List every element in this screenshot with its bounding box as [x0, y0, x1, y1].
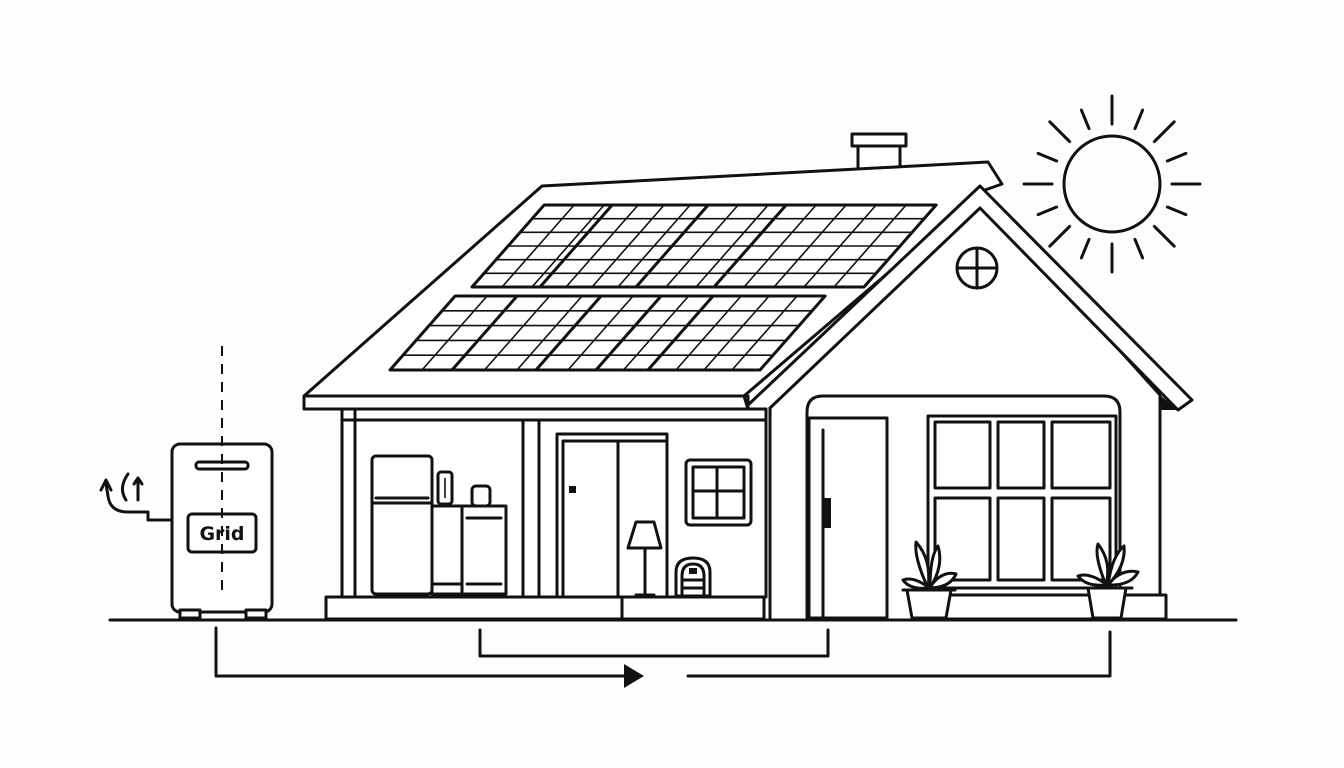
window-icon: [684, 458, 753, 527]
sun-ray: [1133, 108, 1145, 131]
appliance-cabinet: [430, 470, 508, 596]
sun-ray: [1036, 205, 1059, 217]
chimney-icon: [850, 132, 908, 171]
plant-icon-left: [901, 540, 958, 620]
refrigerator-icon: [370, 454, 434, 596]
sun-ray: [1048, 120, 1072, 144]
sun-ray: [1079, 108, 1091, 131]
large-window: [926, 414, 1168, 621]
solar-panel-array: [388, 203, 938, 372]
lamp-icon: [626, 520, 663, 597]
sun-icon: [1022, 94, 1202, 274]
sun-ray: [1036, 151, 1059, 163]
sun-ray: [1165, 151, 1188, 163]
plant-icon-right: [1076, 542, 1140, 620]
door-icon: [555, 432, 669, 599]
entry-door: [805, 394, 1122, 622]
arrow-right-icon: [624, 664, 644, 688]
sun-ray: [1165, 205, 1188, 217]
solar-panel-icon: [712, 203, 938, 289]
home-battery-icon: [674, 556, 712, 598]
sun-ray: [1048, 224, 1072, 248]
round-vent-window-icon: [955, 246, 999, 290]
sun-ray: [1152, 120, 1176, 144]
solar-panel-icon: [646, 294, 827, 372]
energy-flow-lines: [214, 626, 1112, 688]
signal-icon: [99, 472, 174, 522]
sun-ray: [1079, 237, 1091, 260]
sun-ray: [1133, 237, 1145, 260]
sun-ray: [1152, 224, 1176, 248]
